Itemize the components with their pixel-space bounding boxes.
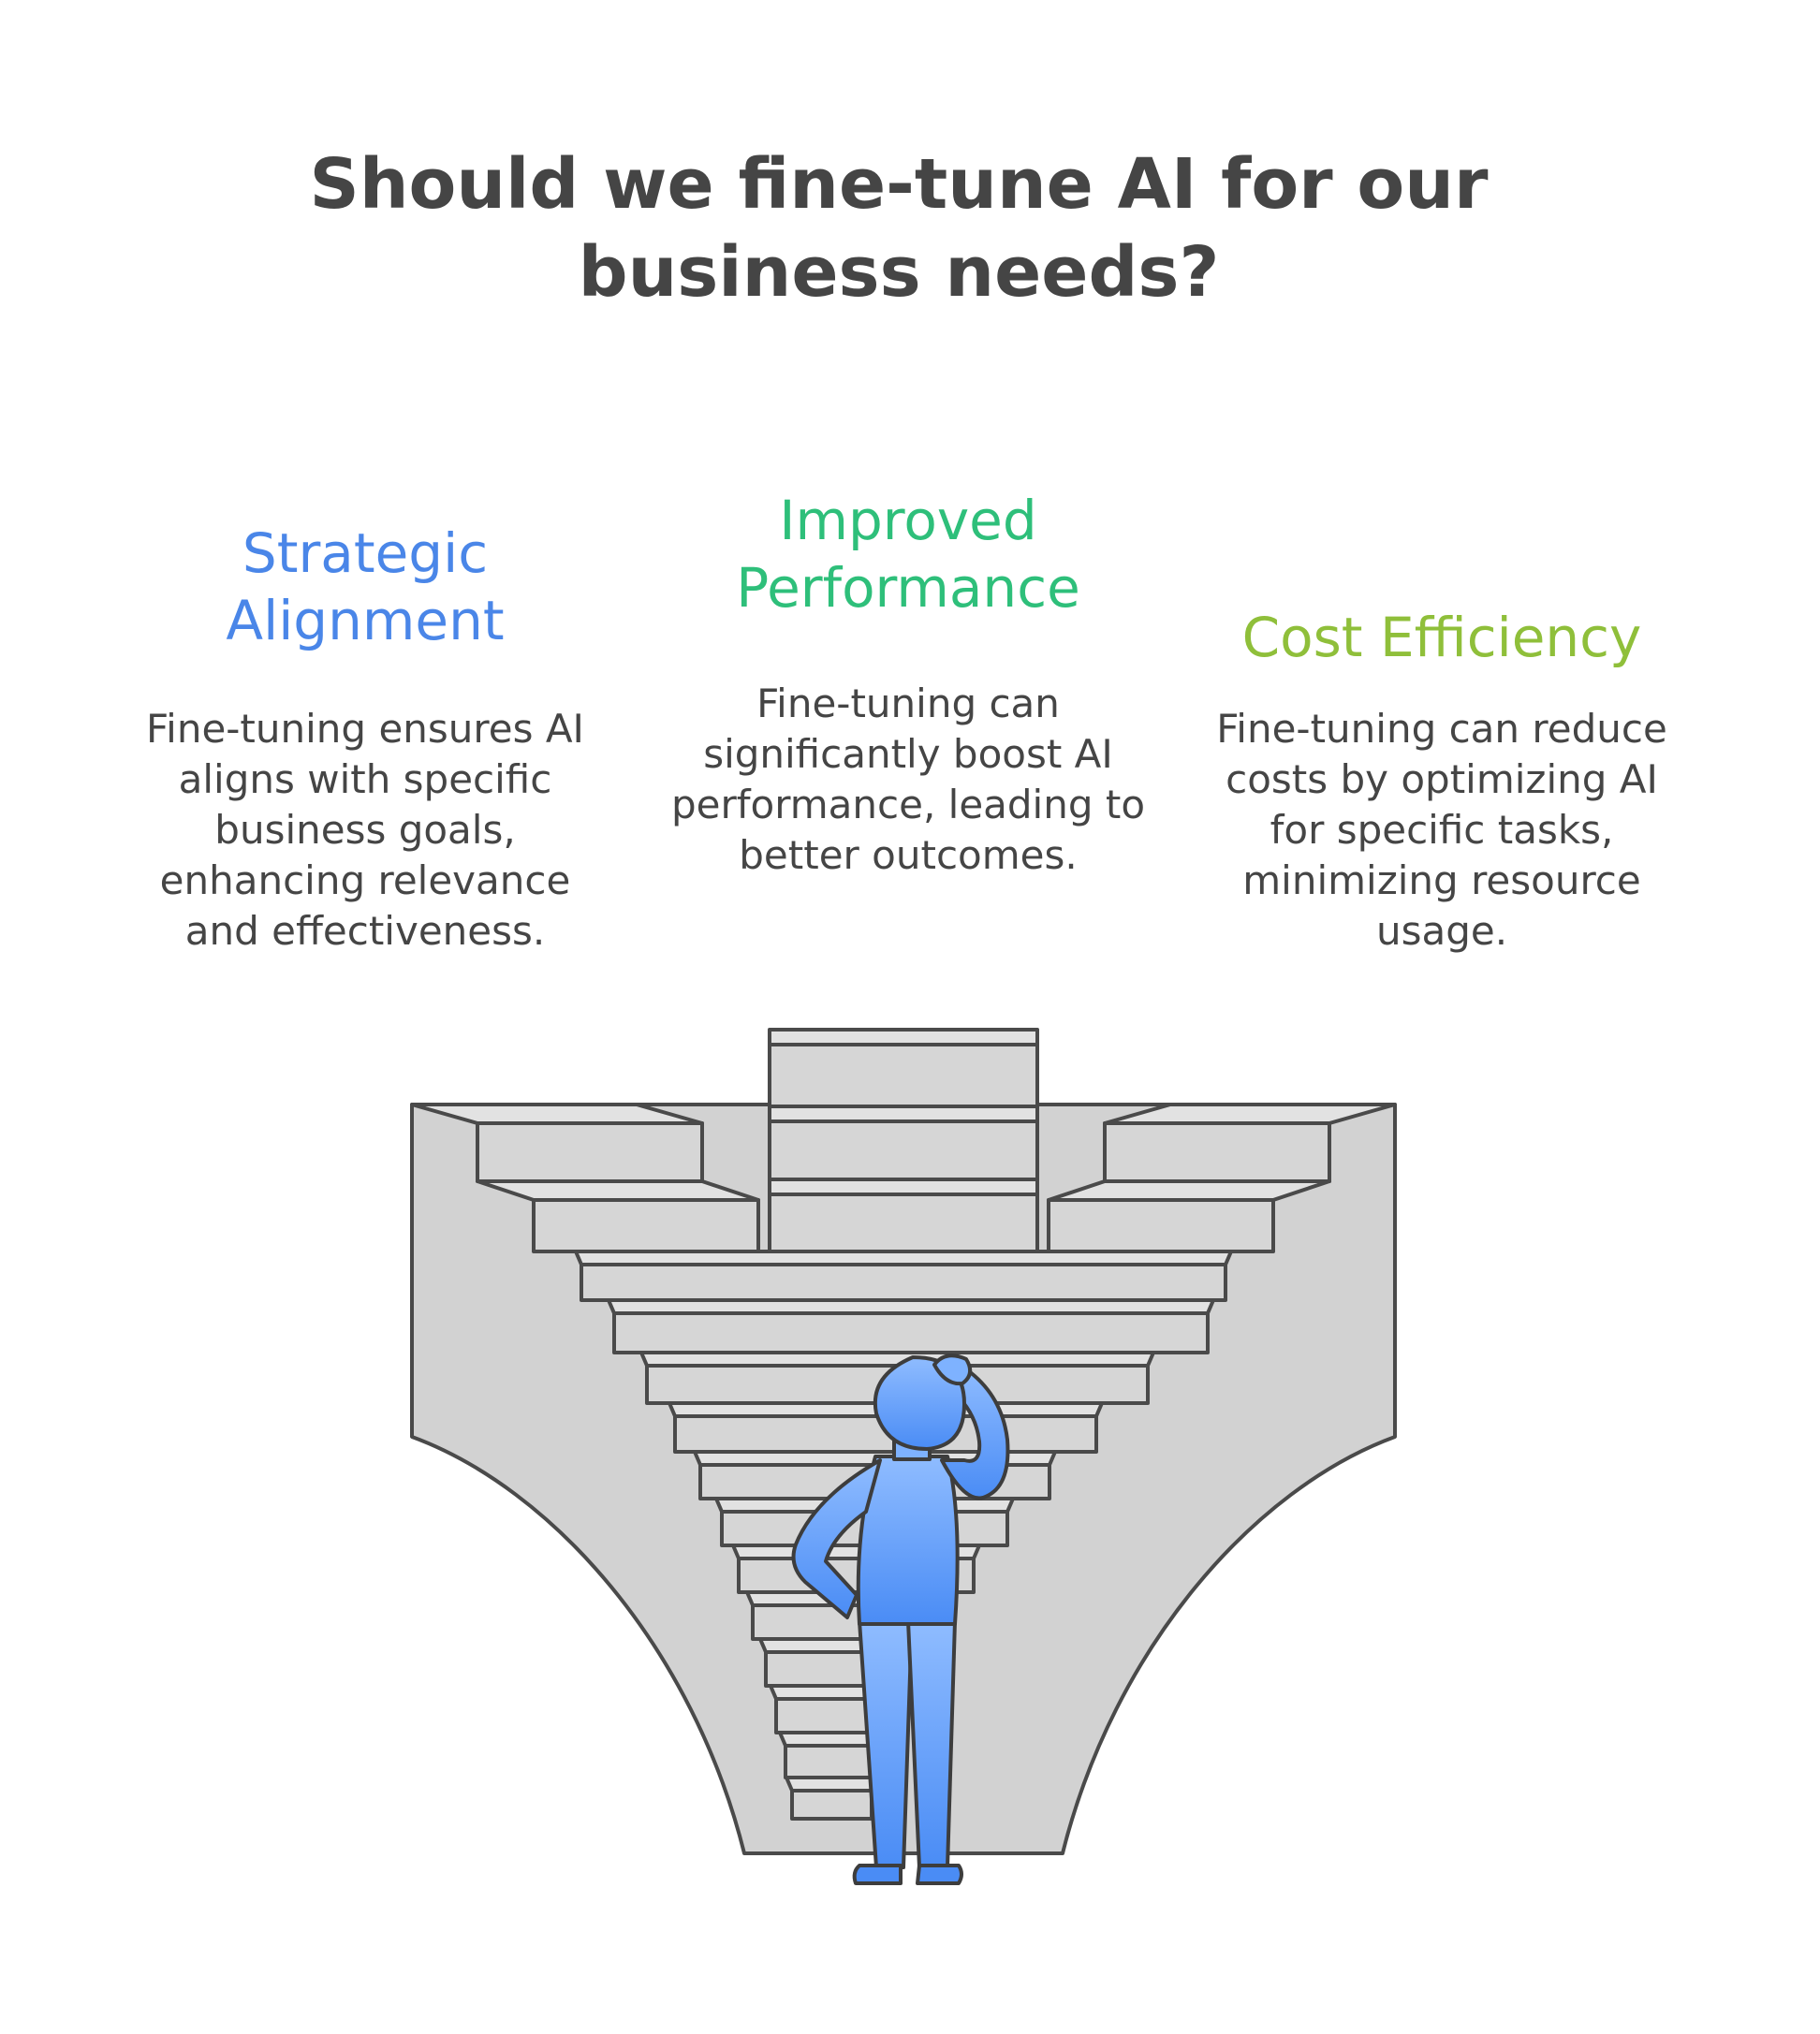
step-tread-12 (785, 1776, 879, 1793)
description-strategic-alignment: Fine-tuning ensures AI aligns with speci… (146, 706, 584, 954)
heading-improved-performance: Improved Performance (736, 489, 1080, 620)
tower-segment-2 (768, 1119, 1039, 1181)
person (791, 1354, 1010, 1885)
tower-segment-3 (768, 1193, 1039, 1253)
step-tread-1 (574, 1250, 1233, 1266)
right-step-1 (1103, 1121, 1331, 1183)
person-hand (932, 1354, 973, 1386)
step-tread-2 (607, 1298, 1215, 1315)
description-cost-efficiency: Fine-tuning can reduce costs by optimizi… (1216, 706, 1667, 954)
page-title: Should we fine-tune AI for our business … (309, 144, 1489, 313)
person-right-shoe (916, 1864, 963, 1885)
person-right-arm (940, 1365, 1010, 1500)
step-riser-2 (612, 1311, 1210, 1354)
left-step-2 (532, 1198, 760, 1253)
heading-strategic-alignment: Strategic Alignment (226, 521, 505, 652)
tower-band-1 (768, 1105, 1039, 1123)
heading-cost-efficiency: Cost Efficiency (1241, 606, 1642, 669)
tower-band-2 (768, 1178, 1039, 1196)
description-improved-performance: Fine-tuning can significantly boost AI p… (670, 680, 1146, 878)
step-riser-12 (790, 1789, 873, 1821)
left-step-1 (476, 1121, 704, 1183)
tower-segment-1 (768, 1043, 1039, 1108)
person-left-shoe (852, 1864, 903, 1885)
left-step-2-top (476, 1179, 760, 1202)
step-riser-1 (580, 1263, 1227, 1302)
person-left-arm (791, 1458, 882, 1619)
right-step-2 (1047, 1198, 1275, 1253)
right-step-2-top (1047, 1179, 1331, 1202)
tower-cap (768, 1028, 1039, 1046)
